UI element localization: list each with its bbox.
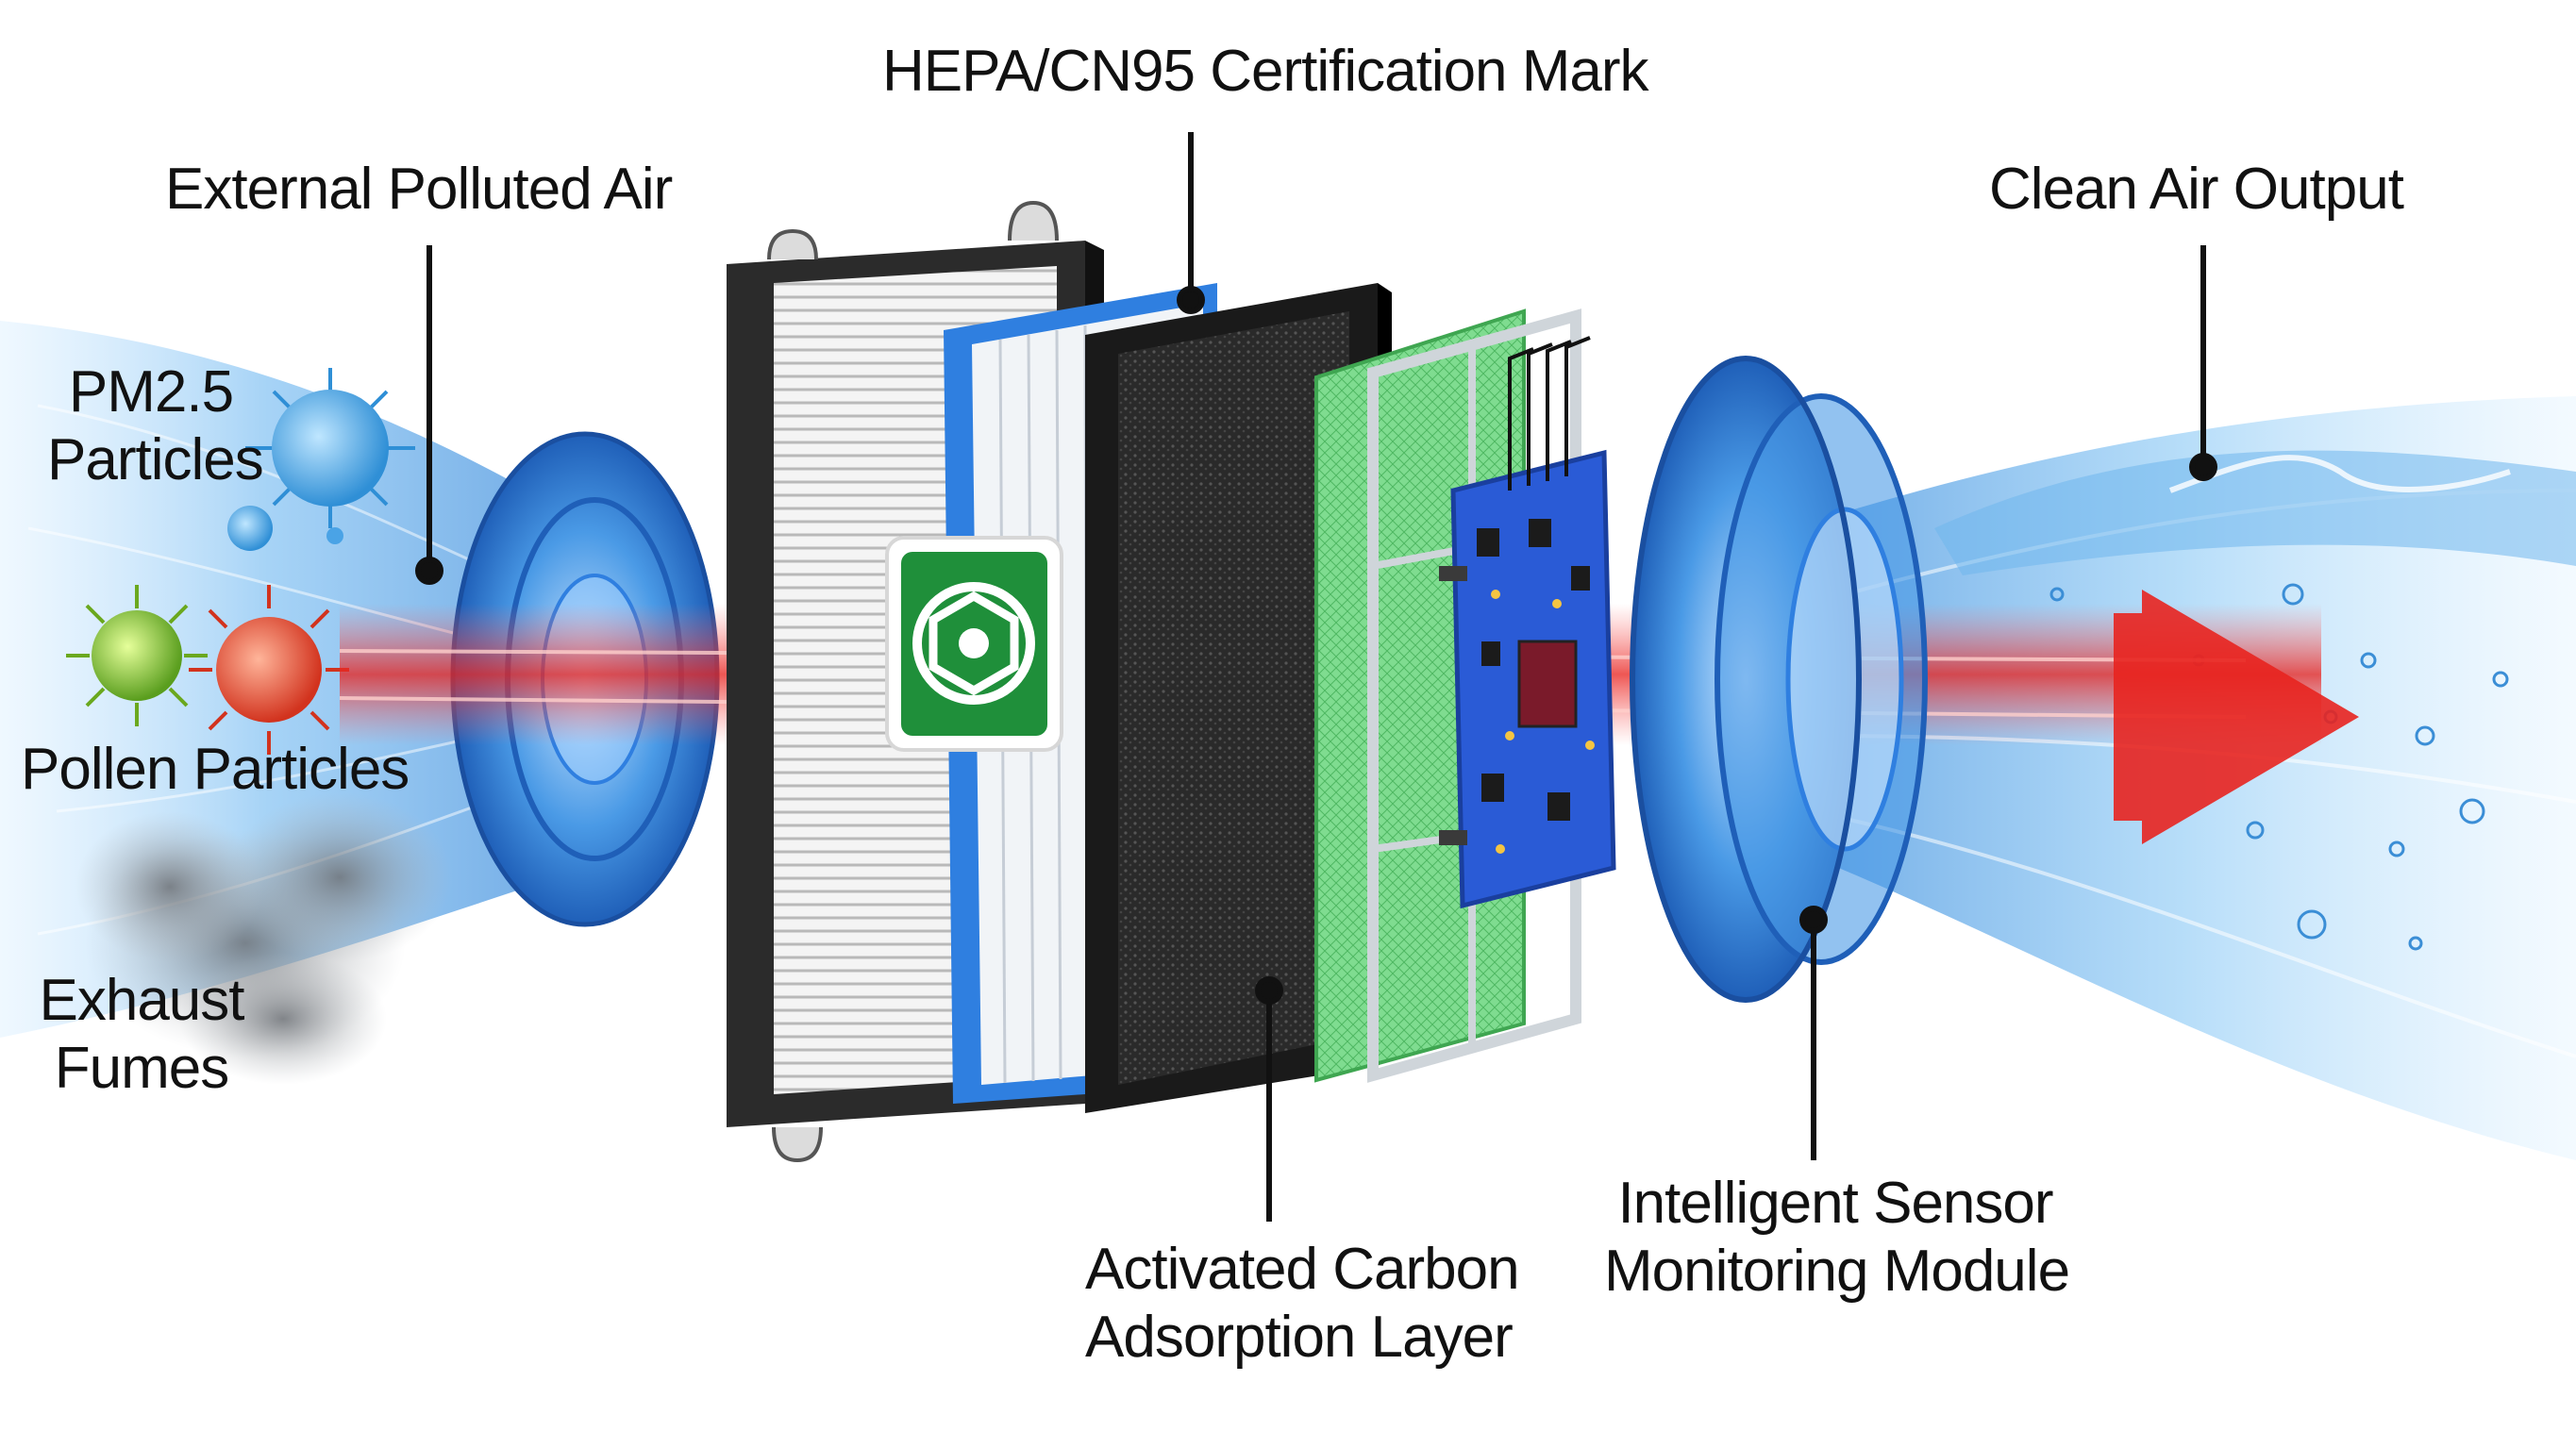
- callout-leaders: [415, 132, 2217, 1222]
- label-external-polluted-air: External Polluted Air: [165, 157, 673, 222]
- label-carbon-line1: Activated Carbon: [1085, 1237, 1520, 1302]
- sensor-pcb-board: [1439, 336, 1616, 909]
- outlet-fan-ring: [1630, 356, 1928, 1003]
- label-clean-air-output: Clean Air Output: [1989, 157, 2404, 222]
- pollen-particles-icon: [66, 585, 349, 755]
- pm25-particles-icon: [227, 368, 415, 551]
- label-pm25-line1: PM2.5: [68, 359, 234, 424]
- label-certification-mark: HEPA/CN95 Certification Mark: [882, 39, 1649, 104]
- label-sensor-line1: Intelligent Sensor: [1617, 1171, 2053, 1236]
- label-sensor-line2: Monitoring Module: [1604, 1239, 2070, 1304]
- airflow-arrow-head: [2114, 590, 2359, 844]
- label-activated-carbon: Activated Carbon Adsorption Layer: [1085, 1236, 1520, 1372]
- label-pollen-particles: Pollen Particles: [21, 737, 410, 802]
- certification-badge-icon: [885, 536, 1063, 752]
- activated-carbon-panel: [1085, 283, 1392, 1113]
- label-pm25-particles: PM2.5 Particles: [47, 358, 264, 494]
- label-pm25-line2: Particles: [47, 427, 264, 492]
- label-exhaust-line2: Fumes: [54, 1036, 229, 1101]
- smoke-cloud-icon: [75, 792, 453, 1085]
- label-exhaust-line1: Exhaust: [39, 968, 244, 1033]
- label-carbon-line2: Adsorption Layer: [1085, 1305, 1514, 1370]
- label-intelligent-sensor: Intelligent Sensor Monitoring Module: [1604, 1170, 2070, 1306]
- label-exhaust-fumes: Exhaust Fumes: [38, 967, 245, 1103]
